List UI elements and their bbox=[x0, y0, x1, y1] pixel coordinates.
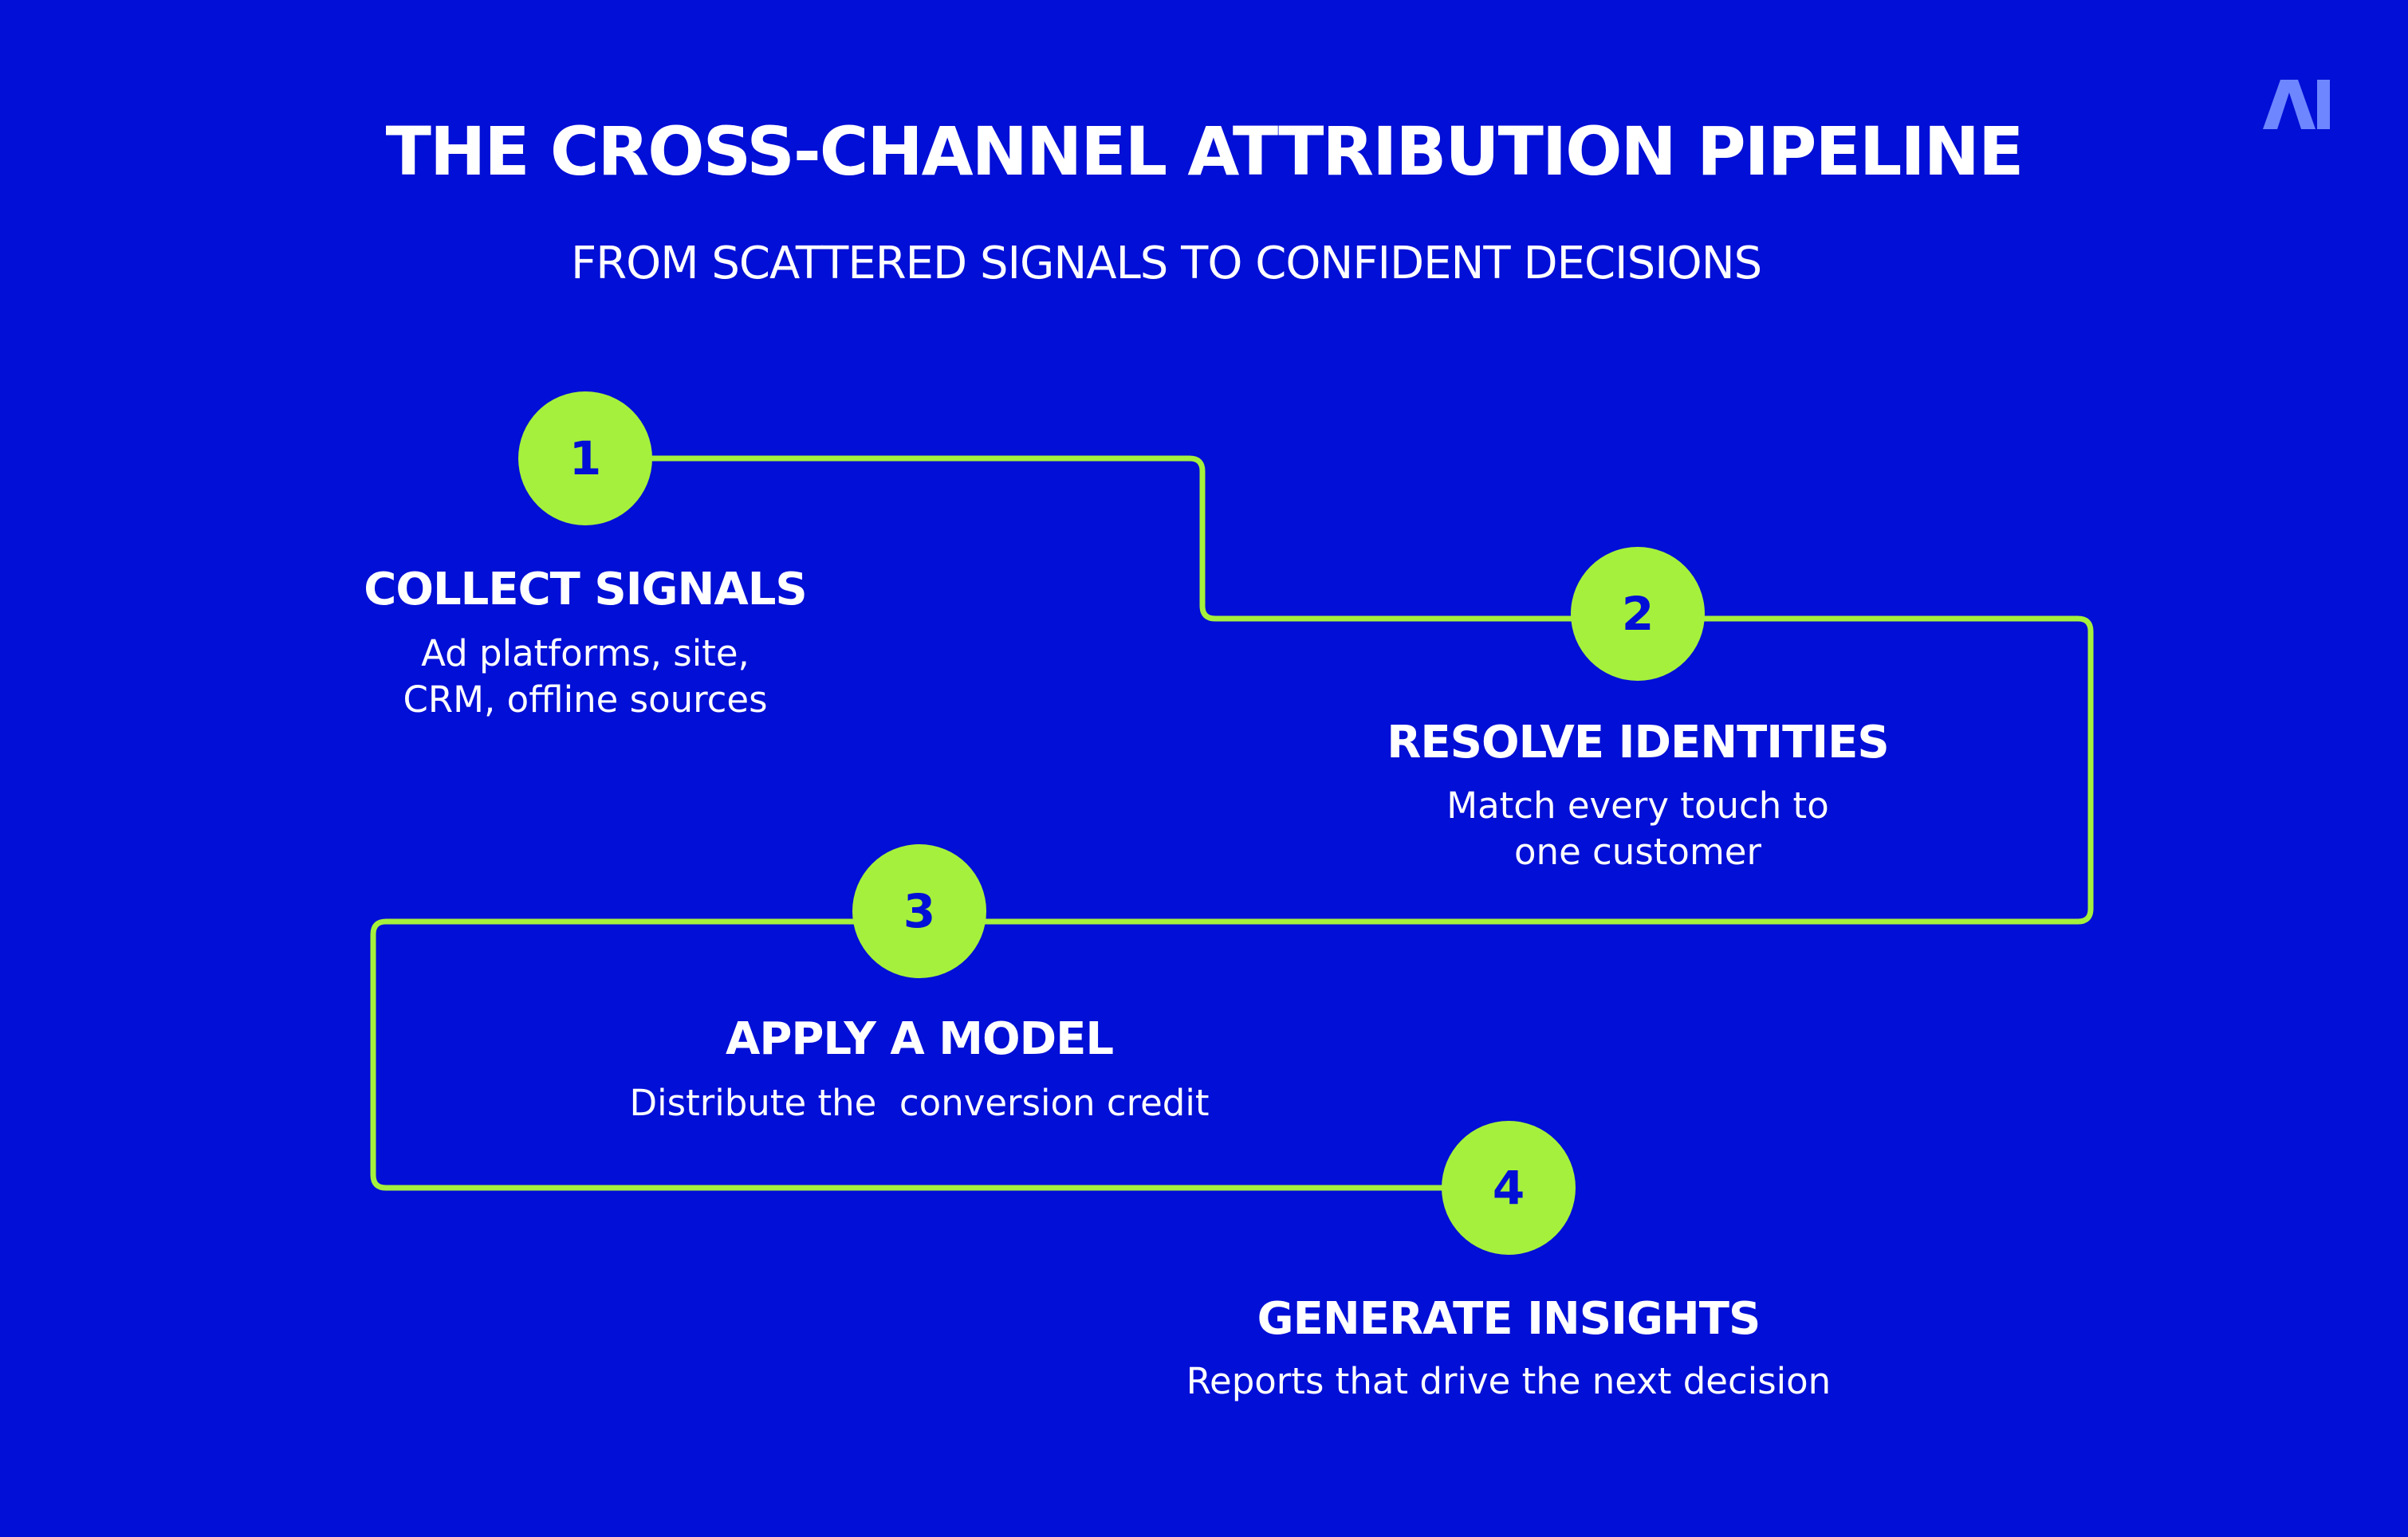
step-2-number-badge: 2 bbox=[1571, 547, 1705, 681]
step-3-number: 3 bbox=[903, 884, 936, 938]
step-1-number-badge: 1 bbox=[518, 391, 652, 525]
step-3-description-line: Distribute the conversion credit bbox=[629, 1082, 1210, 1124]
step-2-description-line: Match every touch to bbox=[1446, 784, 1829, 827]
step-4-title: GENERATE INSIGHTS bbox=[1257, 1293, 1761, 1345]
step-4-number-badge: 4 bbox=[1442, 1121, 1576, 1255]
step-4-number: 4 bbox=[1492, 1161, 1525, 1215]
step-1-number: 1 bbox=[569, 431, 602, 485]
step-1-description-line: CRM, offline sources bbox=[403, 678, 768, 721]
step-2-number: 2 bbox=[1621, 587, 1655, 641]
step-3-description: Distribute the conversion credit bbox=[561, 1080, 1278, 1126]
step-2-title: RESOLVE IDENTITIES bbox=[1387, 717, 1889, 768]
step-3-number-badge: 3 bbox=[852, 844, 986, 978]
step-1-description-line: Ad platforms, site, bbox=[421, 632, 750, 674]
ai-logo-icon bbox=[2263, 80, 2330, 129]
step-4-description: Reports that drive the next decision bbox=[1150, 1358, 1867, 1405]
step-4-description-line: Reports that drive the next decision bbox=[1186, 1360, 1832, 1402]
step-1-title: COLLECT SIGNALS bbox=[364, 564, 807, 615]
step-1-description: Ad platforms, site, CRM, offline sources bbox=[226, 631, 944, 723]
page-title: THE CROSS-CHANNEL ATTRIBUTION PIPELINE bbox=[385, 112, 2024, 191]
page-subtitle: FROM SCATTERED SIGNALS TO CONFIDENT DECI… bbox=[571, 238, 1762, 289]
step-2-description: Match every touch to one customer bbox=[1279, 783, 1997, 875]
step-3-title: APPLY A MODEL bbox=[725, 1013, 1114, 1065]
step-2-description-line: one customer bbox=[1514, 831, 1761, 873]
